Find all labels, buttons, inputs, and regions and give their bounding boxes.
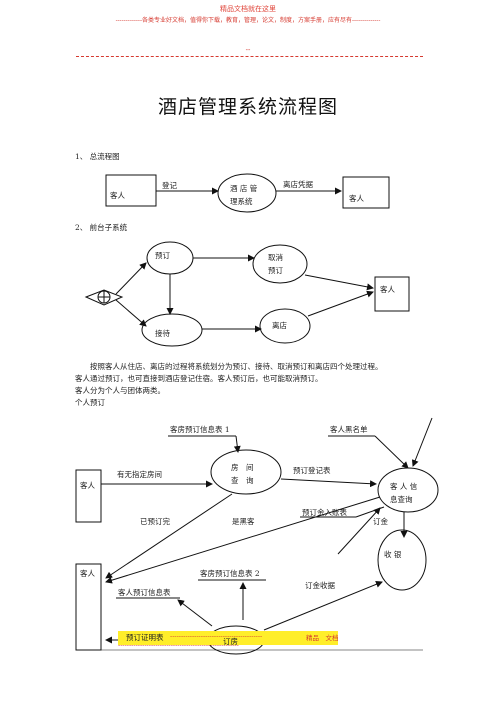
room-query-label-1: 房 间 <box>231 463 254 472</box>
paragraph-line-1: 按照客人从住店、离店的过程将系统划分为预订、接待、取消预订和离店四个处理过程。 <box>90 362 383 371</box>
guest-info-ellipse <box>377 467 439 513</box>
reception-ellipse <box>141 313 203 347</box>
collect-ellipse <box>377 529 427 591</box>
hotel-system-ellipse <box>217 173 277 213</box>
has-room-label: 有无指定房间 <box>117 470 162 479</box>
system-label-2: 理系统 <box>230 197 253 206</box>
section-2-heading: 2、 前台子系统 <box>75 223 128 232</box>
guest-info-label-2: 息查询 <box>390 495 413 504</box>
form2-label: 客房预订信息表 2 <box>200 569 260 578</box>
header-divider <box>76 56 423 57</box>
section-1-heading: 1、 总流程图 <box>75 152 120 161</box>
guest-form-label: 客人预订信息表 <box>118 588 171 597</box>
deposit-label: 订金 <box>373 517 388 526</box>
header-line-3: -- <box>245 46 251 54</box>
guest-label-right: 客人 <box>349 194 364 203</box>
cancel-reserve-ellipse <box>252 244 308 284</box>
header-line-2: -------------各类专业好文档，值得你下载，教育，管理，论文，制度，方… <box>115 17 381 24</box>
room-query-ellipse <box>210 449 282 495</box>
form1-label: 客房预订信息表 1 <box>170 425 230 434</box>
blacklist-label: 客人黑名单 <box>330 425 368 434</box>
checkout-label: 离店 <box>272 321 287 330</box>
register-label: 登记 <box>162 181 177 190</box>
reception-label: 接待 <box>155 329 170 338</box>
leave-voucher-label: 离店凭据 <box>283 180 313 189</box>
guest-label-left: 客人 <box>110 191 125 200</box>
reg-form-label: 预订登记表 <box>293 466 331 475</box>
paragraph-line-3: 客人分为个人与团体两类。 <box>75 386 165 395</box>
reserve-cert-label: 预订证明表 <box>126 633 164 642</box>
system-label-1: 酒 店 管 <box>230 184 258 193</box>
footer-quality-label: 精品 文档 <box>306 634 339 642</box>
guest-label-frontdesk: 客人 <box>380 285 395 294</box>
header-line-1: 精品文档就在这里 <box>220 5 276 13</box>
footer-dashes-bottom: ----------------------------------------… <box>118 641 239 649</box>
guest-box-frontdesk <box>374 276 410 312</box>
guest-label-bottom: 客人 <box>80 569 95 578</box>
guest-info-label-1: 客 人 信 <box>390 482 418 491</box>
page-title: 酒店管理系统流程图 <box>157 96 338 118</box>
deposit-receipt-label: 订金收据 <box>305 581 335 590</box>
fully-booked-label: 已预订完 <box>140 517 170 526</box>
book-room-label: 订房 <box>223 637 238 646</box>
guest-box-top <box>75 469 102 523</box>
reserve-label: 预订 <box>155 251 170 260</box>
black-guest-label: 是黑客 <box>232 517 255 526</box>
guest-box-right <box>342 176 390 209</box>
footer-dashes-left: ----------------------------------------… <box>170 632 263 640</box>
guest-label-top: 客人 <box>80 481 95 490</box>
reserve-ellipse <box>146 241 194 275</box>
paragraph-line-4: 个人预订 <box>75 398 105 407</box>
collect-label: 收 银 <box>384 550 402 559</box>
room-query-label-2: 查 询 <box>231 476 254 485</box>
cancel-label-1: 取消 <box>268 253 283 262</box>
start-diamond <box>84 289 124 306</box>
footer-highlight <box>118 631 338 645</box>
cancel-label-2: 预订 <box>268 266 283 275</box>
reserve-ledger-label: 预订金入账表 <box>302 508 347 517</box>
paragraph-line-2: 客人通过预订，也可直接到酒店登记住宿。客人预订后，也可能取消预订。 <box>75 374 323 383</box>
checkout-ellipse <box>259 308 311 344</box>
